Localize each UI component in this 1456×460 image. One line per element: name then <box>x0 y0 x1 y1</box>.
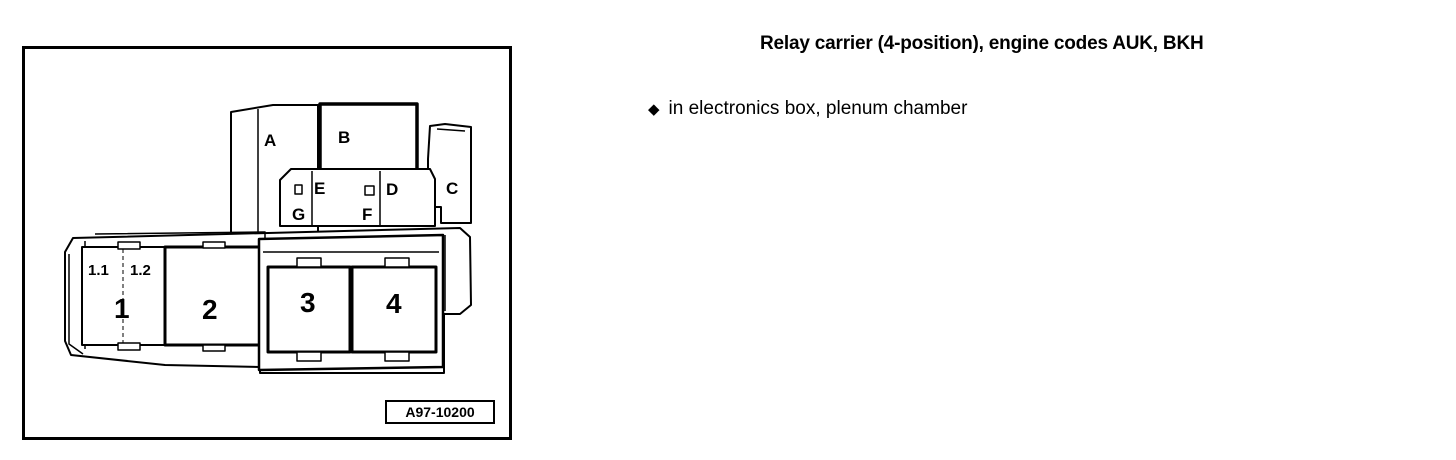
label-E: E <box>314 179 326 198</box>
label-C: C <box>446 179 459 198</box>
label-2: 2 <box>202 294 218 325</box>
relay-carrier-figure: A B C D E F G 1.1 1.2 1 2 3 4 A97-10200 <box>22 46 512 440</box>
label-1-1: 1.1 <box>88 262 109 279</box>
clip-tabs <box>117 241 410 362</box>
fuse-block-shape <box>279 168 436 227</box>
label-B: B <box>338 128 351 147</box>
terminal-F-shape <box>364 185 375 196</box>
relay-B-shape <box>318 102 419 176</box>
label-1: 1 <box>114 293 130 324</box>
page-title: Relay carrier (4-position), engine codes… <box>760 33 1204 54</box>
label-A: A <box>264 131 277 150</box>
terminal-G-shape <box>294 184 303 195</box>
label-1-2: 1.2 <box>130 262 151 279</box>
diamond-bullet-icon: ◆ <box>648 101 660 118</box>
label-G: G <box>292 205 306 224</box>
label-4: 4 <box>386 288 402 319</box>
label-D: D <box>386 180 399 199</box>
figure-id: A97-10200 <box>385 400 495 424</box>
label-3: 3 <box>300 287 316 318</box>
label-F: F <box>362 205 373 224</box>
relay-4-shape <box>350 265 438 354</box>
relay-carrier-drawing <box>64 102 472 374</box>
bullet-text: in electronics box, plenum chamber <box>668 98 968 119</box>
bullet-item: ◆ in electronics box, plenum chamber <box>648 98 967 120</box>
relay-3-shape <box>266 265 352 354</box>
